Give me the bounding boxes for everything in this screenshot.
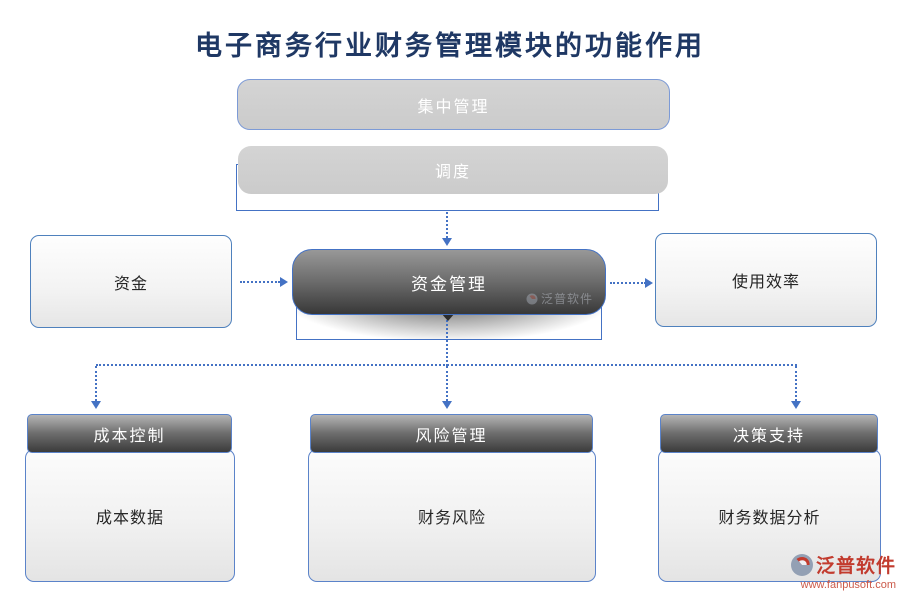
watermark-text: 泛普软件: [540, 292, 593, 306]
fanpusoft-logo: 泛普软件 www.fanpusoft.com: [768, 551, 896, 591]
connector-funds-to-center: [240, 281, 280, 283]
node-fund-management: 资金管理 泛普软件: [292, 249, 606, 315]
arrowhead-down-center-top: [442, 238, 452, 246]
body-financial-risk: 财务风险: [308, 449, 596, 582]
arrowhead-down-cost-control: [91, 401, 101, 409]
connector-drop-right: [795, 366, 797, 401]
logo-url-text: www.fanpusoft.com: [800, 579, 896, 591]
connector-center-to-efficiency: [610, 282, 646, 284]
arrowhead-down-decision-support: [791, 401, 801, 409]
body-cost-data: 成本数据: [25, 449, 235, 582]
fanpusoft-logo-icon: [790, 553, 813, 576]
connector-horizontal-bus: [96, 364, 797, 366]
node-dispatch: 调度: [238, 146, 668, 194]
center-shadow-tip: [441, 313, 455, 321]
arrowhead-down-risk-management: [442, 401, 452, 409]
node-funds: 资金: [30, 235, 232, 328]
header-cost-control: 成本控制: [27, 414, 232, 453]
connector-drop-left: [95, 366, 97, 401]
node-usage-efficiency: 使用效率: [655, 233, 877, 327]
watermark: 泛普软件: [526, 290, 593, 307]
body-financial-data-analysis: 财务数据分析: [658, 449, 881, 582]
watermark-logo-icon: [526, 293, 538, 304]
connector-drop-middle: [446, 366, 448, 401]
node-fund-management-label: 资金管理: [411, 274, 487, 294]
header-decision-support: 决策支持: [660, 414, 878, 453]
connector-center-down: [446, 316, 448, 366]
page-title: 电子商务行业财务管理模块的功能作用: [195, 31, 705, 61]
arrowhead-right-center-left: [280, 277, 288, 287]
node-centralized-management: 集中管理: [237, 79, 670, 130]
logo-brand-text: 泛普软件: [815, 556, 896, 577]
connector-dispatch-to-center: [446, 212, 448, 238]
header-risk-management: 风险管理: [310, 414, 593, 453]
arrowhead-right-efficiency-left: [645, 278, 653, 288]
